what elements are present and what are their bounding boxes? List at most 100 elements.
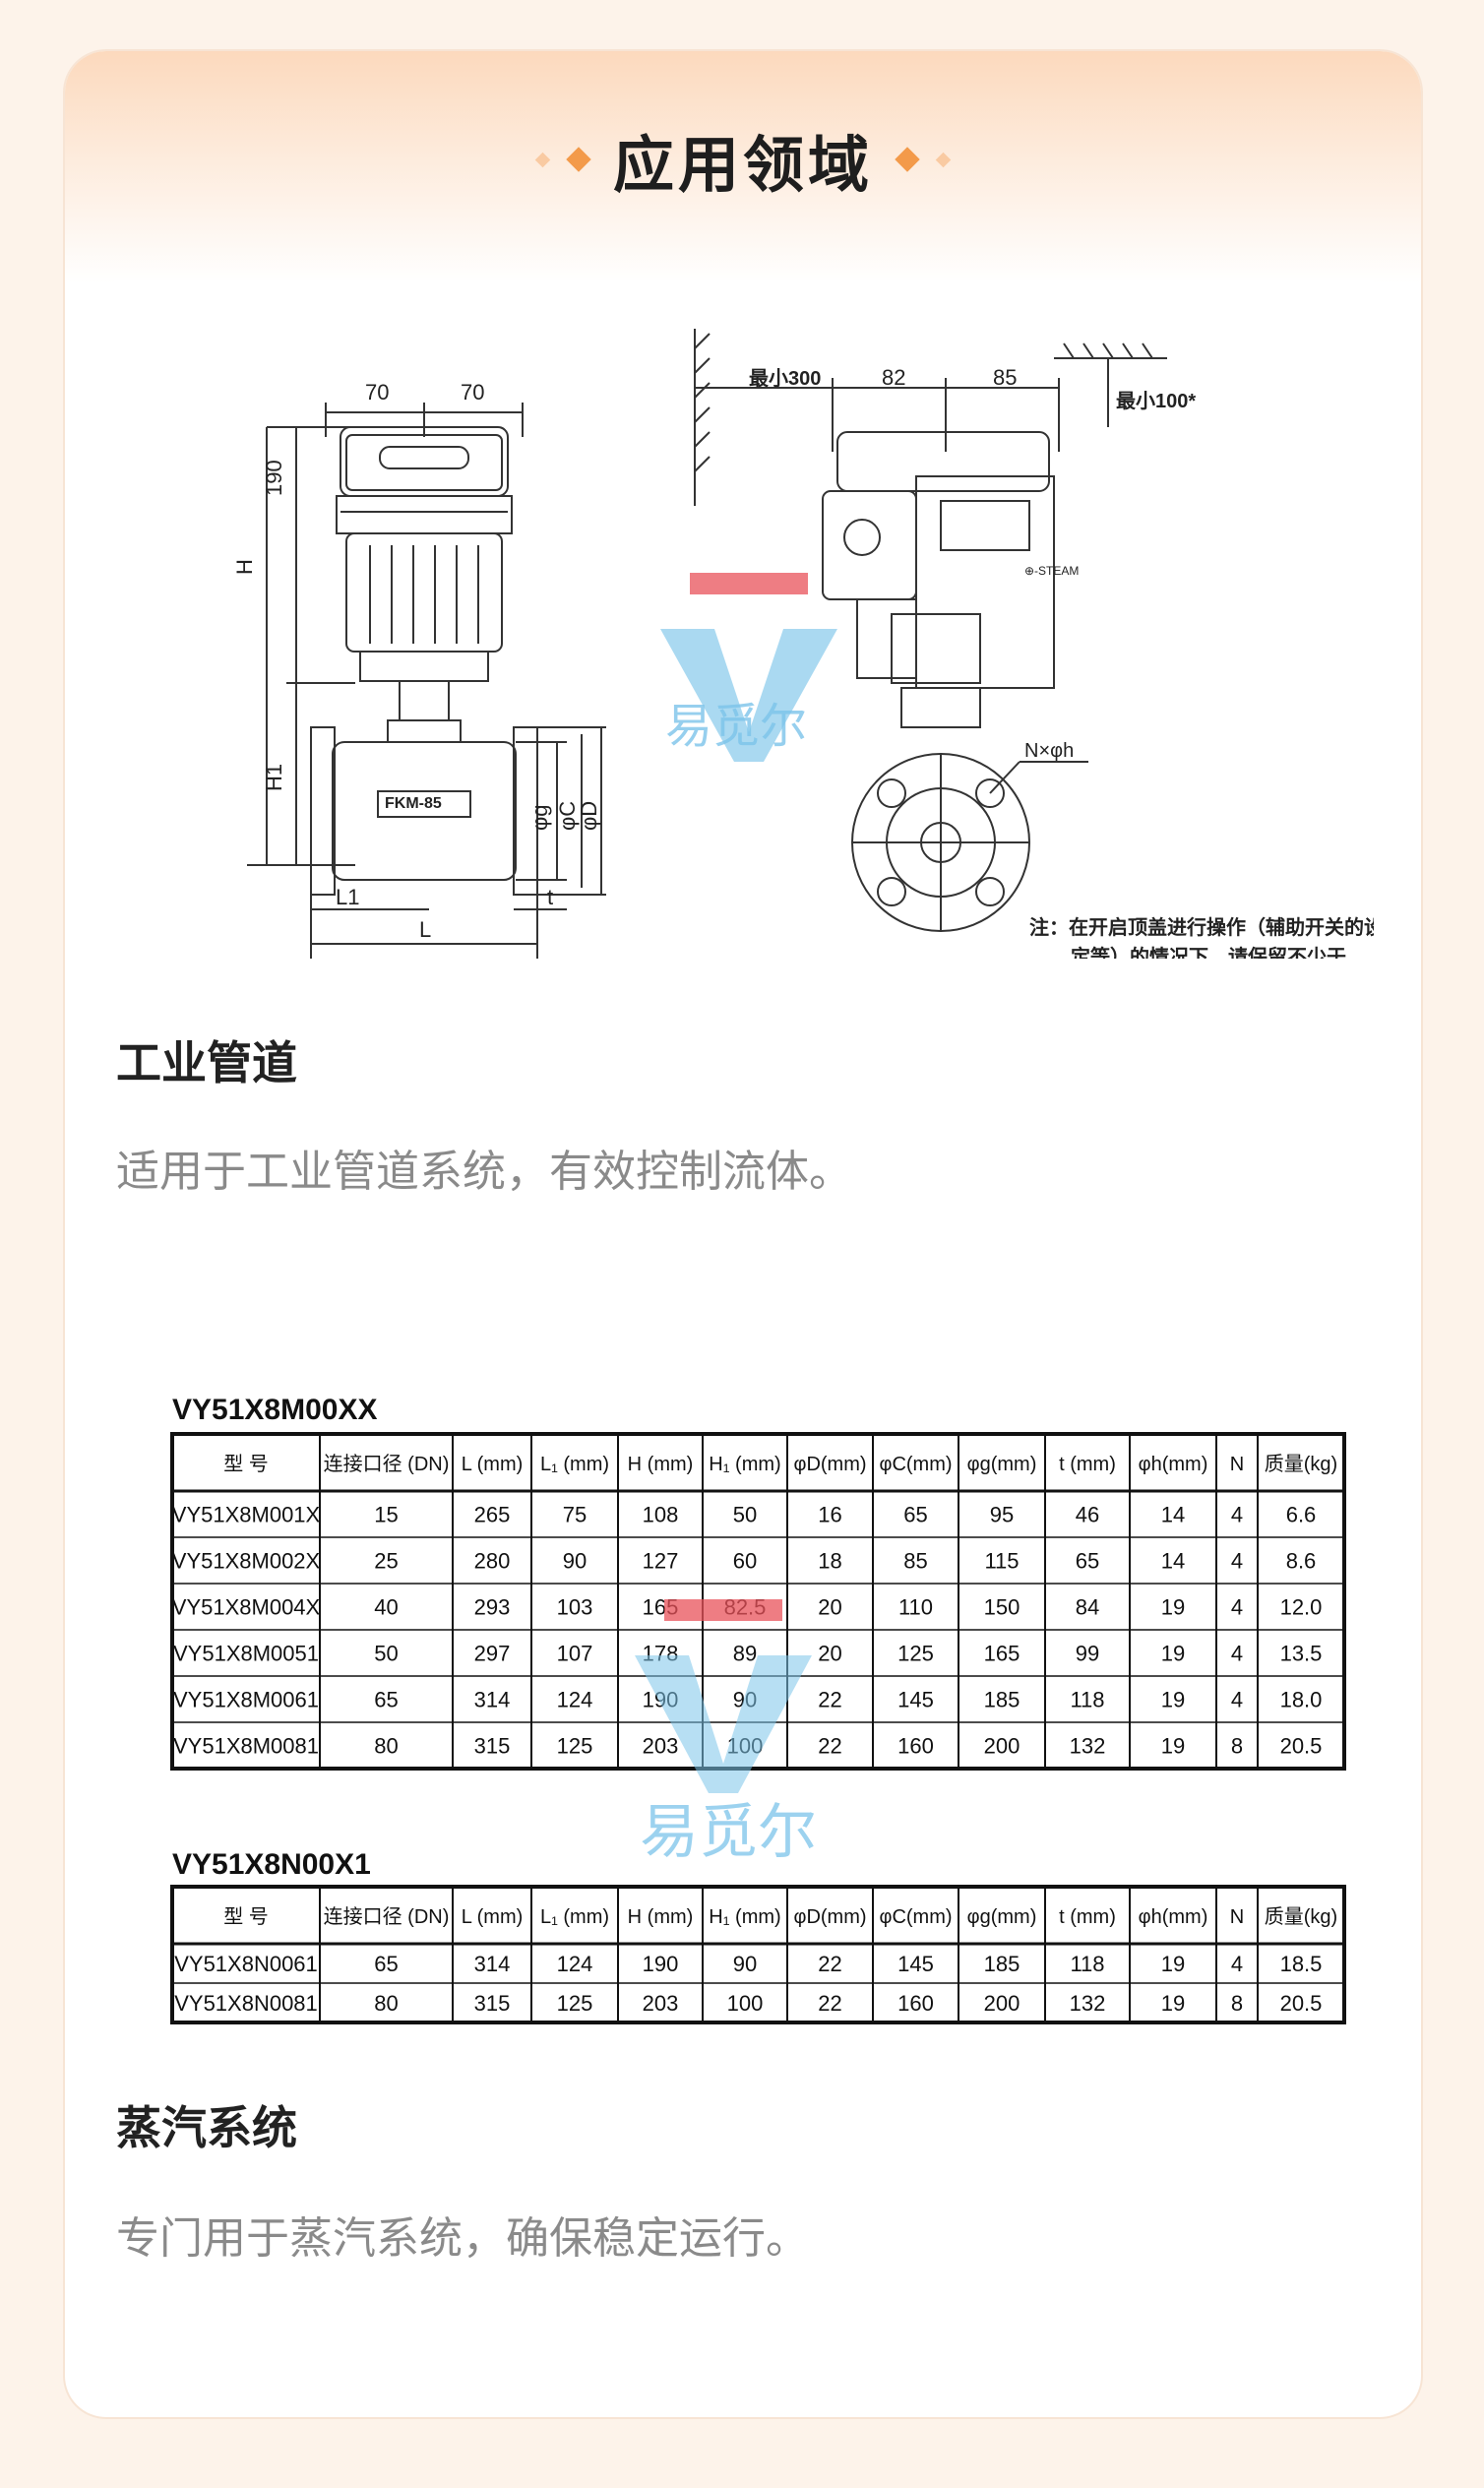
watermark-logo: 易觅尔 [635,1599,817,1865]
table-cell: 150 [984,1595,1020,1620]
table-cell: 46 [1076,1503,1099,1527]
table-cell: 8 [1231,1991,1243,2016]
section-desc: 专门用于蒸汽系统，确保稳定运行。 [116,2213,809,2264]
dim-l: L [419,917,431,942]
table-cell: 103 [557,1595,593,1620]
section-title: 工业管道 [116,1036,297,1089]
valve-label: FKM-85 [385,795,442,812]
table-cell: 8 [1231,1734,1243,1759]
table-cell: 4 [1231,1642,1243,1666]
table-cell: 65 [1076,1549,1099,1574]
note-line-1: 注：在开启顶盖进行操作（辅助开关的设 [1029,915,1374,939]
table-header-cell: 型 号 [223,1905,269,1928]
table-cell: 90 [733,1952,757,1976]
spec-tables-svg: VY51X8M00XX型 号连接口径 (DN)L (mm)L₁ (mm)H (m… [170,1394,1346,2024]
table-cell: 20.5 [1280,1991,1323,2016]
table-cell: 125 [557,1991,593,2016]
table-cell: 124 [557,1688,593,1712]
page-title: 应用领域 [612,129,873,201]
table-cell: 190 [643,1952,679,1976]
table-header-cell: φh(mm) [1139,1906,1208,1928]
watermark-text: 易觅尔 [640,1799,817,1865]
dim-h-top: 190 [262,460,286,496]
card-header [65,51,1421,283]
table-cell: 65 [374,1688,398,1712]
table-header-cell: 质量(kg) [1265,1905,1337,1928]
dim-min100: 最小100* [1116,390,1196,412]
table-cell: VY51X8M002X [172,1549,321,1574]
table-cell: 145 [897,1688,934,1712]
dimension-drawing-svg: 70 70 190 H H1 L1 L t φg φC φD FKM-85 最小… [232,329,1384,968]
table-cell: 4 [1231,1549,1243,1574]
table-cell: 50 [374,1642,398,1666]
table-cell: 14 [1161,1549,1185,1574]
table-cell: 14 [1161,1503,1185,1527]
table-cell: 125 [897,1642,934,1666]
table-title: VY51X8N00X1 [172,1848,371,1881]
table-cell: 297 [474,1642,511,1666]
table-header-cell: t (mm) [1059,1906,1116,1928]
table-cell: 84 [1076,1595,1099,1620]
table-cell: 107 [557,1642,593,1666]
table-cell: 165 [984,1642,1020,1666]
dim-h: H [232,559,257,575]
table-cell: 22 [818,1991,841,2016]
table-cell: 89 [733,1642,757,1666]
table-header-cell: H₁ (mm) [709,1454,780,1475]
table-header-cell: L₁ (mm) [540,1454,609,1475]
table-cell: 25 [374,1549,398,1574]
table-header-cell: N [1230,1454,1244,1475]
table-cell: 293 [474,1595,511,1620]
table-cell: 95 [990,1503,1014,1527]
diamond-icon [935,152,952,167]
table-header-cell: φC(mm) [879,1454,952,1475]
dim-82: 82 [882,365,905,390]
section-desc: 适用于工业管道系统，有效控制流体。 [116,1147,852,1197]
dim-phi-d: φD [577,801,601,831]
table-border [170,1885,1346,2024]
table-cell: 12.0 [1280,1595,1323,1620]
table-header-cell: H₁ (mm) [709,1906,780,1928]
dim-phi-g: φg [527,804,552,831]
dim-min300: 最小300 [749,367,821,390]
table-cell: VY51X8N0061 [174,1952,318,1976]
table-cell: VY51X8M0061 [173,1688,319,1712]
table-cell: 132 [1070,1991,1106,2016]
dim-l1: L1 [336,885,359,909]
table-cell: 50 [733,1503,757,1527]
table-cell: 19 [1161,1688,1185,1712]
table-cell: 314 [474,1688,511,1712]
diamond-icon [566,147,591,172]
table-header-cell: 型 号 [223,1453,269,1475]
table-cell: 60 [733,1549,757,1574]
table-cell: 200 [984,1991,1020,2016]
holes-label: N×φh [1024,740,1074,762]
dim-w2: 70 [461,380,484,404]
note-line-2: 定等）的情况下，请保留不少于 [1071,945,1346,959]
table-cell: 200 [984,1734,1020,1759]
table-cell: VY51X8M0081 [173,1734,319,1759]
table-cell: 160 [897,1734,934,1759]
table-cell: VY51X8M001X [172,1503,321,1527]
table-cell: 22 [818,1688,841,1712]
dimension-drawing: 70 70 190 H H1 L1 L t φg φC φD FKM-85 最小… [114,280,1384,968]
dim-w1: 70 [365,380,389,404]
table-cell: 4 [1231,1595,1243,1620]
table-cell: 185 [984,1688,1020,1712]
table-cell: 145 [897,1952,934,1976]
table-cell: 315 [474,1734,511,1759]
table-header-cell: φD(mm) [793,1454,866,1475]
table-cell: VY51X8M0051 [173,1642,319,1666]
table-cell: 22 [818,1952,841,1976]
table-header-cell: φh(mm) [1139,1454,1208,1475]
table-cell: 20 [818,1595,841,1620]
watermark-logo: 易觅尔 [660,573,837,762]
table-header-cell: L (mm) [462,1454,524,1475]
table-cell: 19 [1161,1642,1185,1666]
dim-phi-c: φC [555,801,580,831]
table-header-cell: φg(mm) [967,1454,1037,1475]
table-cell: 118 [1070,1952,1104,1976]
table-cell: 18 [818,1549,841,1574]
table-cell: VY51X8M004X [172,1595,321,1620]
